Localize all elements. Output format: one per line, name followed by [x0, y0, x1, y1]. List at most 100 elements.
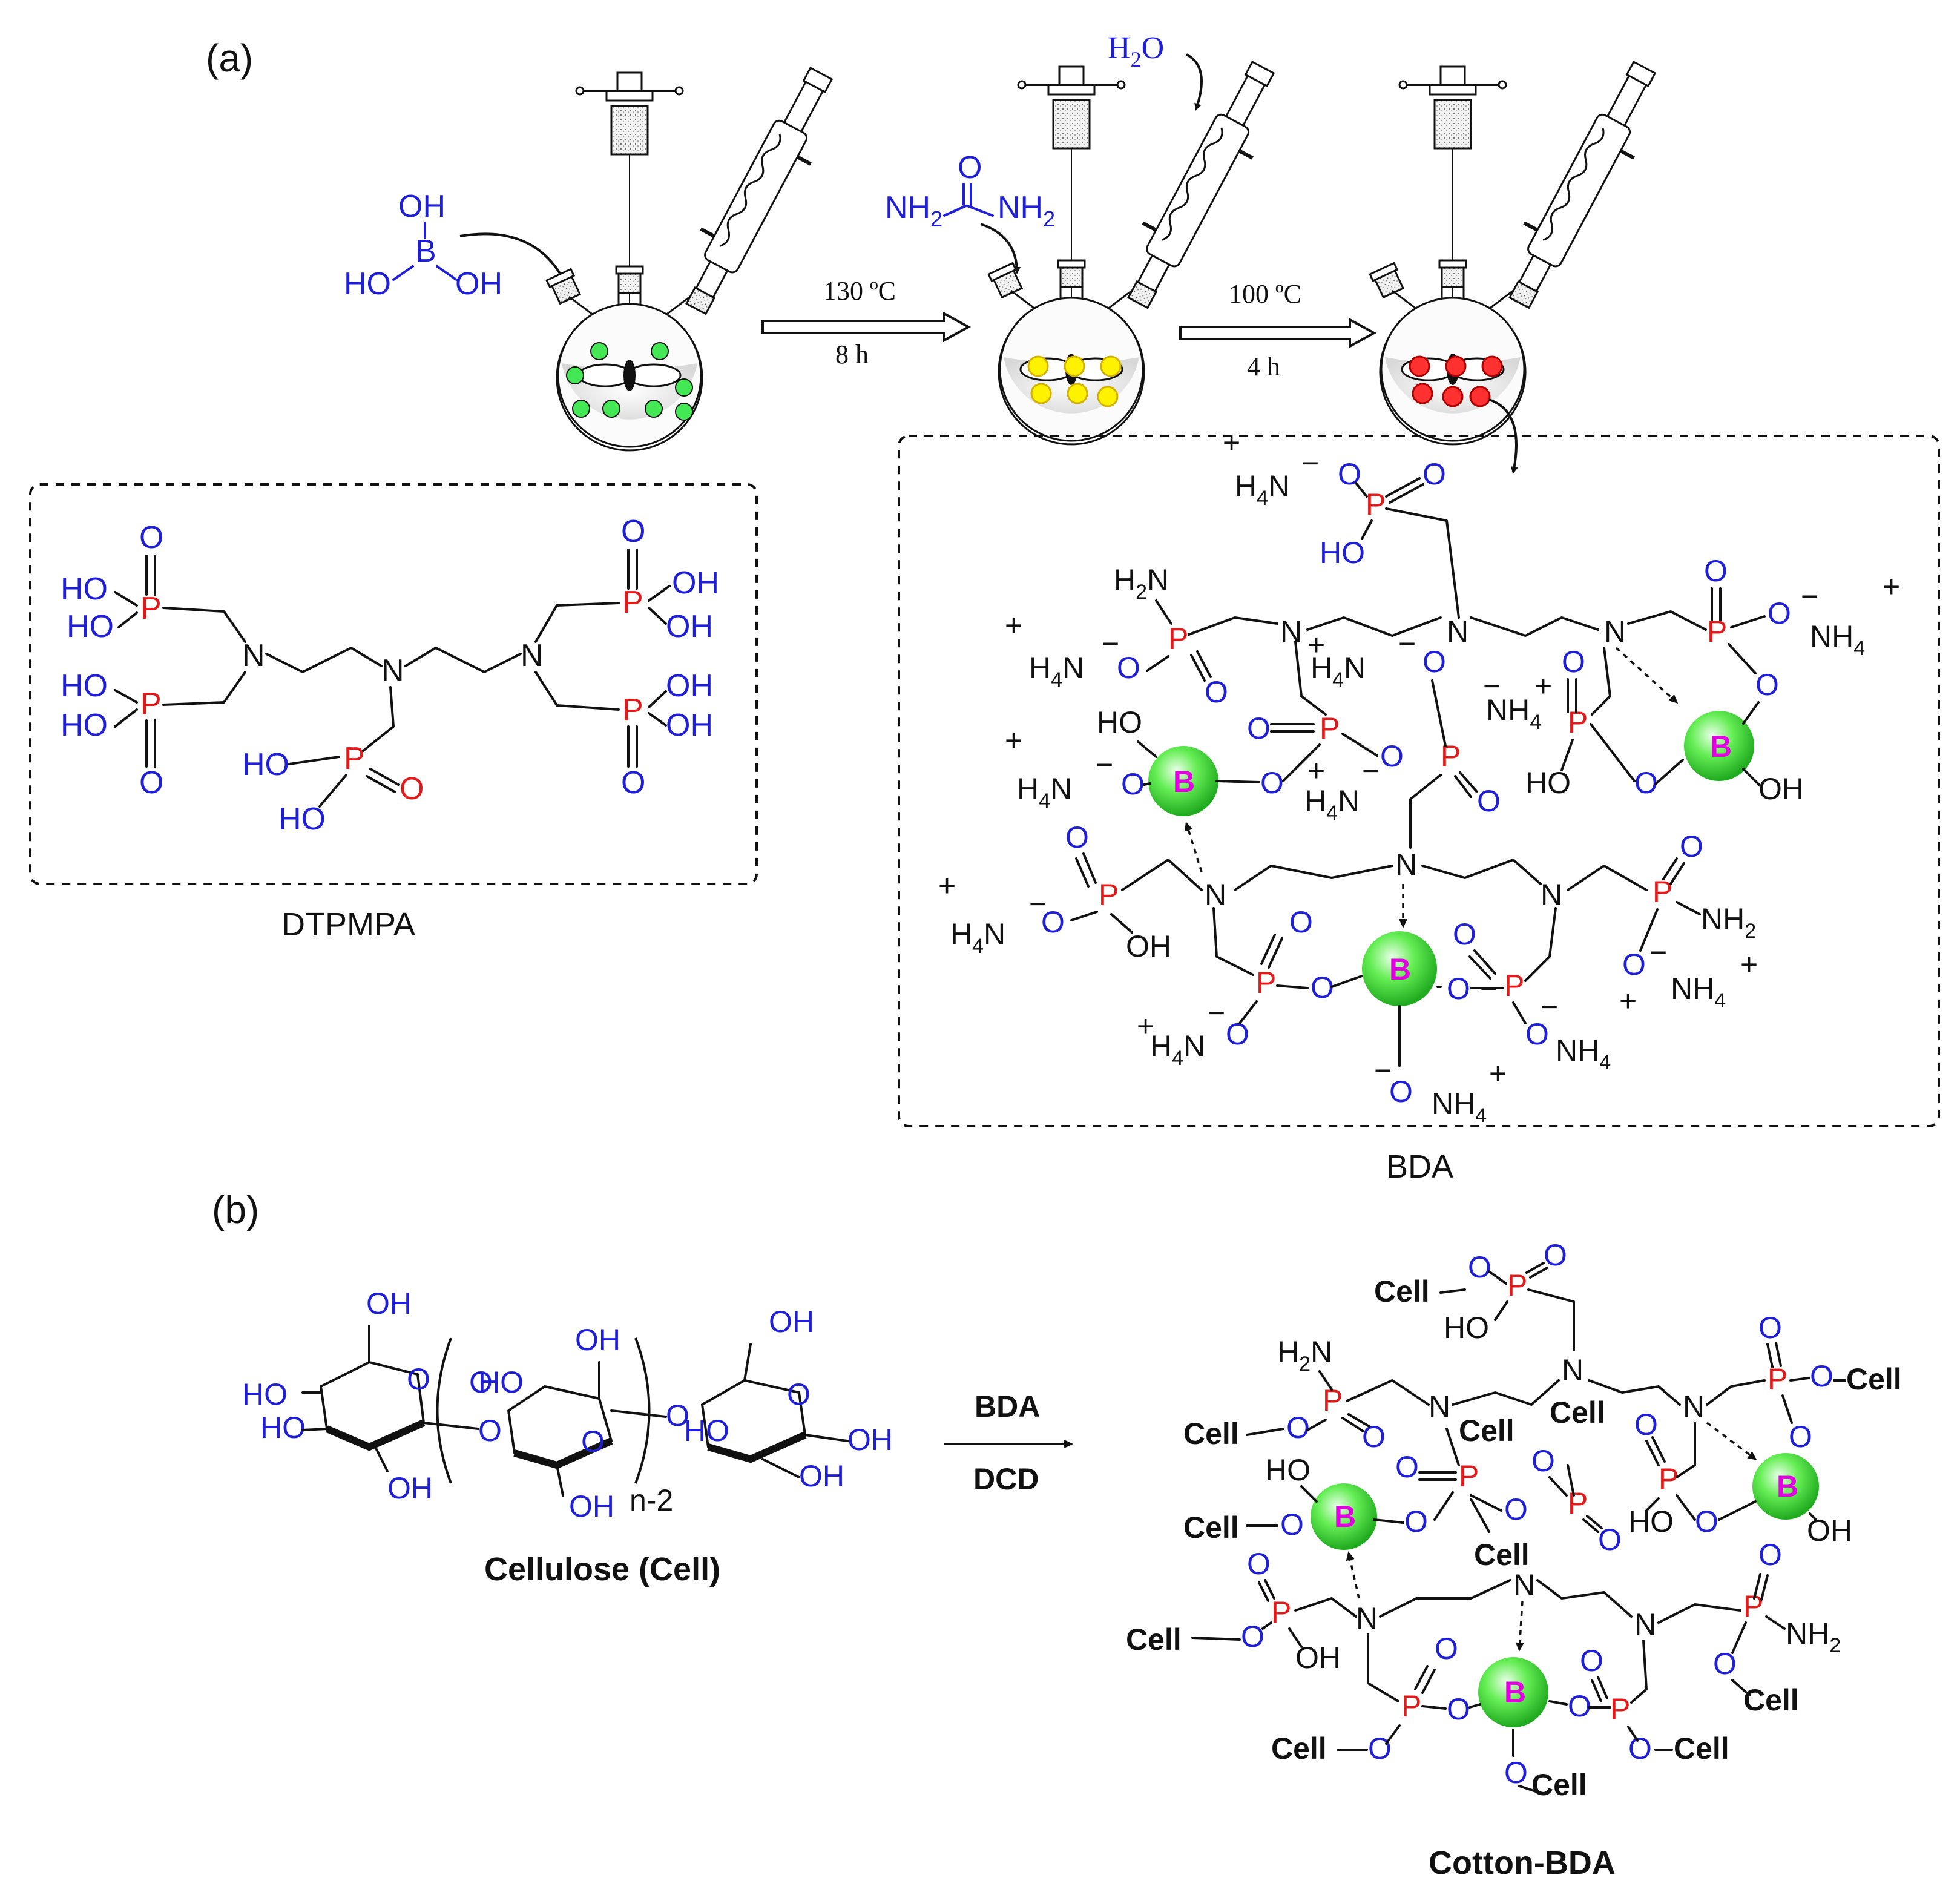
svg-text:N: N — [1513, 1568, 1535, 1602]
svg-text:HO: HO — [242, 747, 289, 782]
svg-text:O: O — [1311, 971, 1334, 1004]
svg-text:H4N: H4N — [1311, 651, 1366, 691]
dtpmpa-caption: DTPMPA — [281, 906, 415, 943]
svg-text:+: + — [1740, 948, 1758, 981]
svg-text:O: O — [478, 1414, 502, 1448]
svg-text:P: P — [1568, 705, 1588, 739]
svg-text:OH: OH — [666, 708, 713, 743]
svg-text:B: B — [1334, 1500, 1356, 1534]
svg-text:+: + — [1223, 426, 1240, 460]
svg-text:HO: HO — [1525, 766, 1571, 800]
svg-text:−: − — [1029, 887, 1047, 921]
reaction-flask-1 — [547, 58, 850, 450]
svg-text:HO: HO — [61, 708, 108, 743]
svg-text:−: − — [1649, 935, 1667, 969]
svg-text:+: + — [1307, 628, 1325, 662]
bda-caption: BDA — [1386, 1149, 1453, 1185]
svg-text:HO: HO — [1628, 1505, 1674, 1538]
urea-nh2-right: NH2 — [998, 190, 1055, 231]
urea-o: O — [958, 150, 982, 185]
step1-time: 8 h — [835, 340, 869, 369]
urea: O NH2 NH2 — [885, 150, 1055, 274]
svg-text:O: O — [1117, 651, 1140, 685]
svg-text:H4N: H4N — [1017, 772, 1072, 813]
svg-text:O: O — [1447, 972, 1470, 1006]
dtpmpa-box — [29, 483, 758, 885]
svg-text:O: O — [666, 1399, 689, 1432]
svg-text:Cell: Cell — [1531, 1768, 1587, 1802]
svg-text:n-2: n-2 — [630, 1483, 673, 1517]
svg-text:O: O — [621, 765, 645, 800]
svg-text:−: − — [1541, 990, 1558, 1024]
svg-text:N: N — [1634, 1607, 1656, 1641]
svg-text:O: O — [1504, 1492, 1528, 1526]
svg-text:OH: OH — [672, 565, 719, 601]
svg-text:−: − — [1208, 996, 1225, 1030]
svg-text:H4N: H4N — [1235, 469, 1290, 510]
svg-text:+: + — [1883, 570, 1900, 604]
svg-text:HO: HO — [1265, 1453, 1311, 1487]
svg-text:N: N — [1429, 1389, 1450, 1423]
svg-text:O: O — [1247, 1547, 1271, 1581]
svg-text:HO: HO — [67, 609, 114, 644]
cotton-bda-caption: Cotton-BDA — [1429, 1845, 1616, 1881]
svg-text:HO: HO — [684, 1414, 729, 1448]
svg-text:OH: OH — [769, 1305, 814, 1339]
svg-text:−: − — [1102, 627, 1119, 661]
svg-text:B: B — [1710, 730, 1732, 763]
svg-text:O: O — [1758, 1311, 1782, 1345]
svg-text:O: O — [1065, 820, 1089, 854]
svg-text:O: O — [1453, 917, 1476, 951]
svg-text:O: O — [1755, 668, 1779, 702]
svg-text:OH: OH — [1295, 1641, 1341, 1675]
svg-text:P: P — [1768, 1362, 1787, 1396]
svg-text:N: N — [1395, 848, 1417, 882]
svg-text:P: P — [1323, 1383, 1343, 1417]
svg-text:O: O — [1260, 766, 1284, 800]
svg-text:O: O — [1544, 1238, 1567, 1272]
reaction-flask-2 — [988, 52, 1292, 444]
svg-text:O: O — [1395, 1450, 1419, 1484]
svg-text:+: + — [1137, 1009, 1154, 1043]
svg-text:N: N — [1683, 1389, 1705, 1423]
svg-text:OH: OH — [387, 1471, 433, 1505]
svg-text:P: P — [1504, 969, 1524, 1003]
svg-text:HO: HO — [1320, 536, 1365, 570]
svg-text:O: O — [1634, 766, 1658, 800]
reaction-flask-3 — [1370, 52, 1674, 474]
boric-ho: HO — [344, 266, 391, 302]
svg-text:O: O — [1422, 645, 1446, 679]
urea-nh2-left: NH2 — [885, 190, 942, 231]
svg-text:P: P — [344, 741, 365, 776]
water: H2O — [1108, 31, 1203, 111]
svg-text:Cell: Cell — [1126, 1623, 1182, 1656]
svg-text:O: O — [1447, 1692, 1470, 1726]
svg-text:HO: HO — [61, 668, 108, 704]
svg-text:P: P — [1459, 1459, 1479, 1493]
svg-text:−: − — [1096, 748, 1113, 782]
svg-text:B: B — [1173, 765, 1195, 799]
svg-text:Cell: Cell — [1743, 1683, 1799, 1717]
svg-text:O: O — [1525, 1017, 1549, 1051]
svg-text:NH4: NH4 — [1486, 693, 1541, 734]
svg-text:OH: OH — [575, 1323, 620, 1357]
svg-text:P: P — [1320, 711, 1340, 745]
svg-text:+: + — [1005, 608, 1022, 642]
svg-text:NH2: NH2 — [1701, 902, 1756, 943]
svg-text:O: O — [1634, 1408, 1658, 1442]
svg-text:O: O — [1531, 1444, 1555, 1478]
svg-text:O: O — [1562, 645, 1585, 679]
svg-text:N: N — [1541, 878, 1562, 912]
svg-text:OH: OH — [666, 668, 713, 704]
step2-time: 4 h — [1247, 352, 1280, 381]
svg-text:NH4: NH4 — [1556, 1033, 1611, 1074]
reagent-dcd: DCD — [973, 1462, 1039, 1496]
svg-text:P: P — [1271, 1595, 1291, 1629]
svg-text:Cell: Cell — [1474, 1538, 1530, 1572]
svg-text:HO: HO — [61, 572, 108, 607]
svg-text:O: O — [1286, 1411, 1310, 1445]
step2-arrow: 100 ºC 4 h — [1179, 279, 1377, 381]
svg-text:P: P — [1659, 1462, 1679, 1496]
boric-acid: OH B HO OH — [344, 189, 564, 302]
svg-text:NH4: NH4 — [1810, 619, 1865, 660]
